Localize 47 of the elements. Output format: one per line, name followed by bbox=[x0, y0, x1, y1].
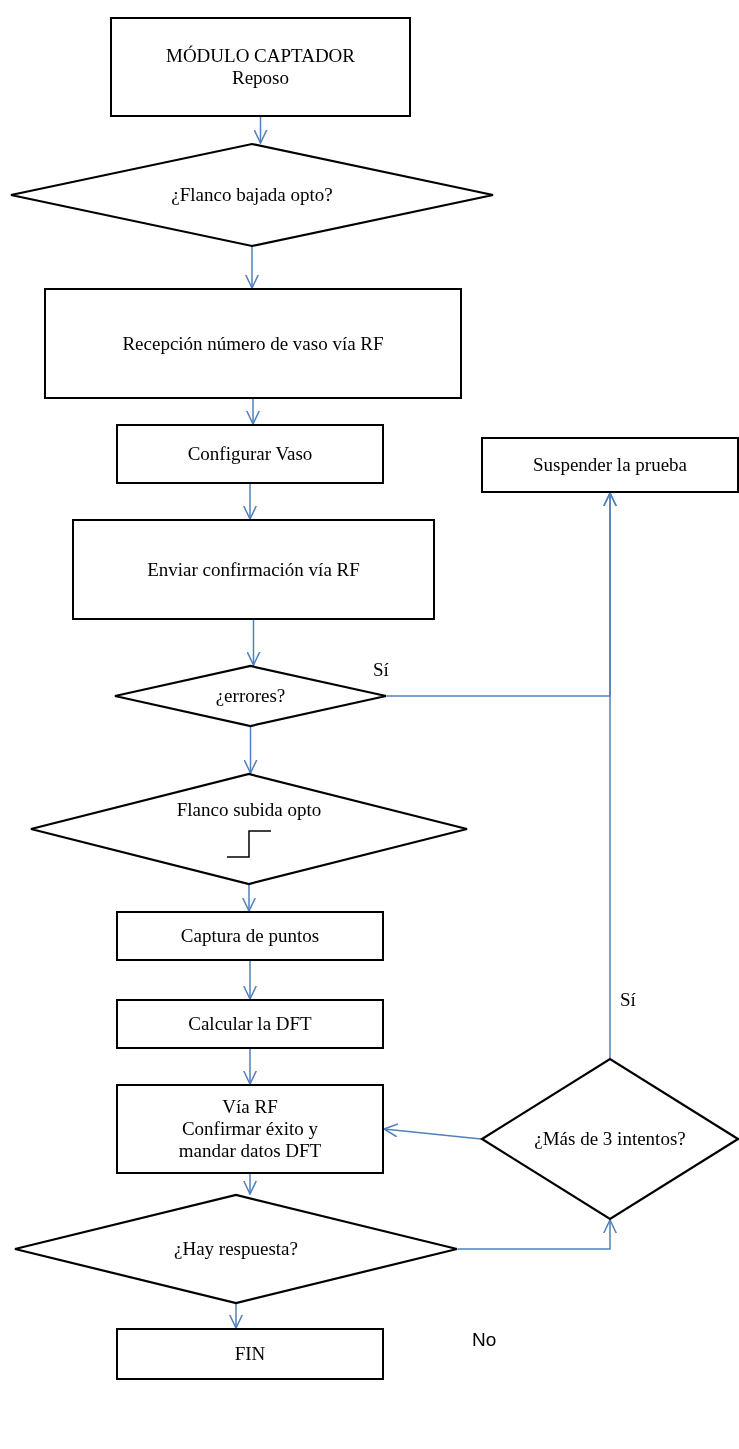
process-box bbox=[481, 437, 739, 493]
decision-diamond bbox=[30, 773, 468, 885]
process-box bbox=[72, 519, 435, 620]
arrow bbox=[242, 483, 258, 520]
arrow bbox=[383, 1123, 482, 1140]
node-text: Calcular la DFT bbox=[188, 1013, 312, 1035]
process-box bbox=[116, 1328, 384, 1380]
node-text: Reposo bbox=[232, 67, 289, 89]
decision-diamond bbox=[10, 143, 494, 247]
node-heading: MÓDULO CAPTADOR bbox=[166, 45, 355, 67]
node-text: Captura de puntos bbox=[180, 925, 320, 947]
arrow bbox=[241, 884, 257, 912]
arrow bbox=[243, 726, 258, 774]
decision-diamond bbox=[114, 665, 387, 727]
node-text: ¿errores? bbox=[215, 685, 286, 707]
arrow bbox=[228, 1303, 244, 1329]
decision-diamond bbox=[14, 1194, 458, 1304]
process-box bbox=[116, 999, 384, 1049]
process-box bbox=[110, 17, 411, 117]
node-text: FIN bbox=[234, 1343, 266, 1365]
arrow bbox=[246, 619, 261, 666]
process-box bbox=[116, 911, 384, 961]
node-text: Configurar Vaso bbox=[187, 443, 313, 465]
node-text: ¿Hay respuesta? bbox=[174, 1238, 298, 1260]
arrow bbox=[245, 398, 261, 425]
arrow bbox=[242, 960, 258, 1000]
node-text: Enviar confirmación vía RF bbox=[147, 558, 360, 581]
node-text: Flanco subida opto bbox=[176, 799, 322, 821]
process-box bbox=[116, 424, 384, 484]
node-heading: Vía RF bbox=[222, 1096, 278, 1119]
arrow bbox=[253, 116, 268, 144]
process-box bbox=[44, 288, 462, 399]
node-text: ¿Más de 3 intentos? bbox=[534, 1128, 686, 1150]
arrow bbox=[602, 492, 618, 1059]
process-box bbox=[116, 1084, 384, 1174]
edge-label: Sí bbox=[373, 660, 389, 679]
node-text: Recepción número de vaso vía RF bbox=[122, 332, 384, 355]
edge-label: Sí bbox=[620, 990, 636, 1009]
node-text: Suspender la prueba bbox=[532, 454, 688, 476]
arrow bbox=[457, 1219, 618, 1250]
decision-diamond bbox=[481, 1058, 739, 1220]
arrow bbox=[242, 1173, 258, 1195]
edge-label: No bbox=[472, 1330, 497, 1349]
arrow bbox=[244, 246, 260, 289]
node-text: ¿Flanco bajada opto? bbox=[171, 184, 333, 206]
arrow bbox=[242, 1048, 258, 1085]
node-text: Confirmar éxito y mandar datos DFT bbox=[177, 1118, 323, 1162]
